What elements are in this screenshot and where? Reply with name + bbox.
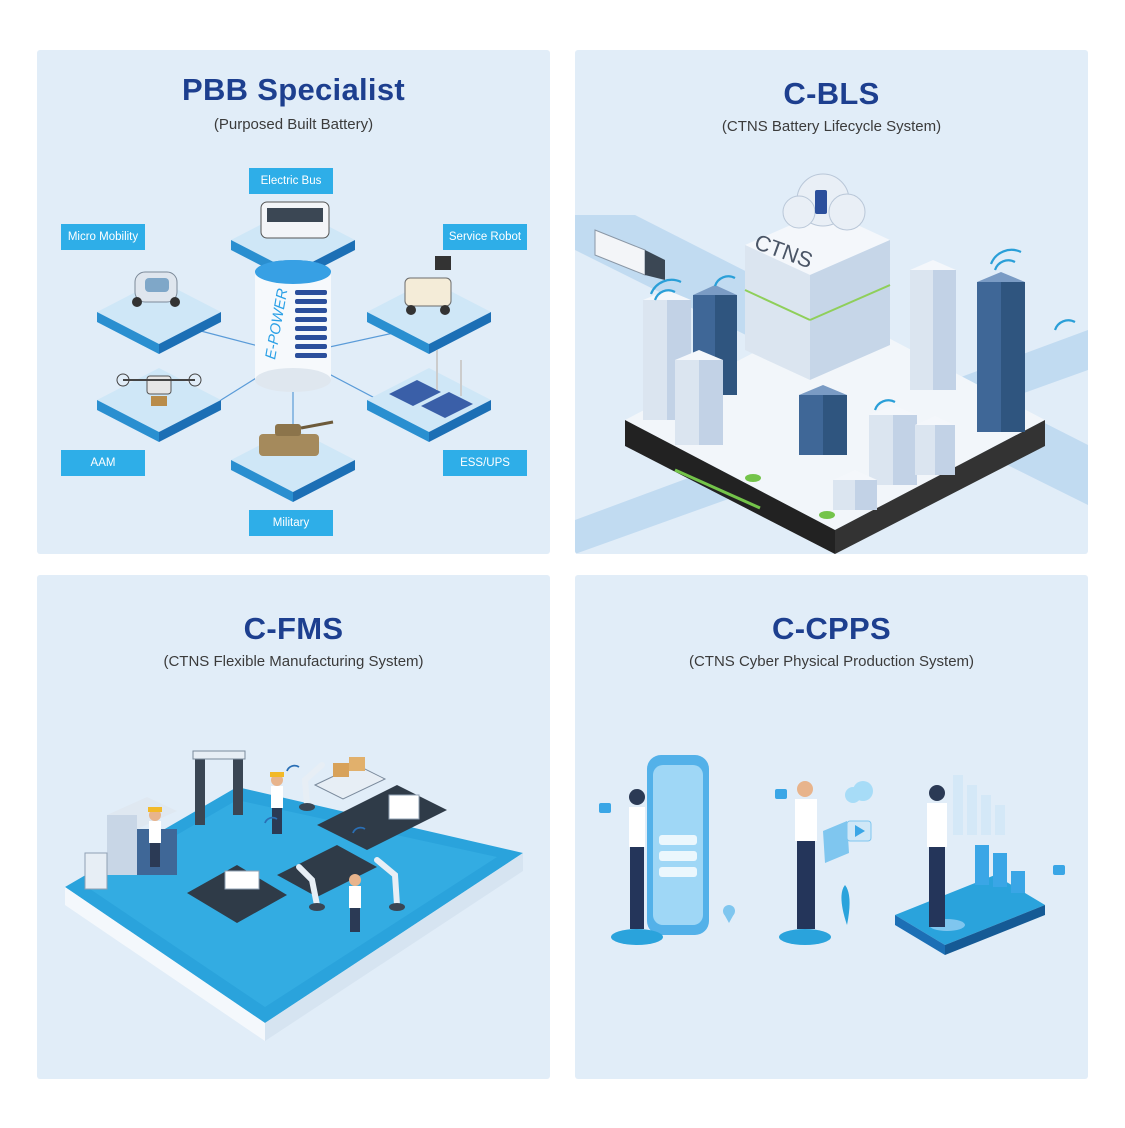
- panel-title: PBB Specialist: [181, 72, 405, 107]
- check-icons: [599, 789, 1065, 875]
- control-station: [84, 797, 177, 890]
- robot-arms: [296, 762, 400, 908]
- conveyor-lines: [187, 785, 447, 923]
- panel-title: C-CPPS: [772, 611, 891, 646]
- pbb-specialist-panel: PBB Specialist (Purposed Built Battery): [37, 50, 550, 554]
- military-platform: [231, 420, 355, 502]
- c-bls-illustration: CTNS: [575, 173, 1088, 554]
- micro-mobility-platform: [97, 271, 221, 354]
- server-towers: [643, 260, 1025, 510]
- ess-ups-platform: [367, 350, 491, 442]
- panel-subtitle: (CTNS Flexible Manufacturing System): [163, 653, 424, 670]
- panel-title: C-FMS: [243, 611, 344, 646]
- tag-service-robot: Service Robot: [443, 224, 527, 250]
- service-robot-platform: [367, 256, 491, 354]
- c-fms-illustration: [65, 750, 523, 1041]
- dashboard-scene: [895, 775, 1045, 955]
- aam-platform: [97, 368, 221, 442]
- bar-columns: [975, 845, 1025, 893]
- platform-tiles: [97, 201, 491, 502]
- battery-cylinder: E-POWER: [255, 260, 331, 392]
- c-bls-panel: C-BLS (CTNS Battery Lifecycle System) CT…: [575, 50, 1088, 554]
- tag-micro-mobility: Micro Mobility: [61, 224, 145, 250]
- c-fms-panel: C-FMS (CTNS Flexible Manufacturing Syste…: [37, 575, 550, 1079]
- cloud-icon: [782, 173, 866, 231]
- tag-aam: AAM: [61, 450, 145, 476]
- workers: [148, 772, 361, 932]
- panel-subtitle: (CTNS Cyber Physical Production System): [688, 653, 975, 670]
- panel-title: C-BLS: [783, 76, 880, 111]
- wifi-icons: [264, 764, 366, 834]
- tablet-user-scene: [779, 781, 873, 945]
- c-cpps-panel: C-CPPS (CTNS Cyber Physical Production S…: [575, 575, 1088, 1079]
- location-pin-icon: [723, 905, 735, 923]
- pbb-illustration: E-POWER: [97, 201, 491, 502]
- c-cpps-illustration: [599, 755, 1065, 955]
- tag-electric-bus: Electric Bus: [249, 168, 333, 194]
- gantry: [192, 750, 246, 825]
- agv-robot: [313, 757, 387, 800]
- tag-military: Military: [249, 510, 333, 536]
- smartphone-scene: [611, 755, 709, 945]
- ctns-building: CTNS: [744, 173, 891, 380]
- wifi-icons: [649, 248, 1076, 411]
- cloud-icon: [845, 781, 873, 803]
- panel-subtitle: (CTNS Battery Lifecycle System): [721, 118, 942, 135]
- tag-ess-ups: ESS/UPS: [443, 450, 527, 476]
- truck: [594, 229, 665, 280]
- panel-subtitle: (Purposed Built Battery): [213, 116, 374, 133]
- play-icon: [846, 820, 872, 842]
